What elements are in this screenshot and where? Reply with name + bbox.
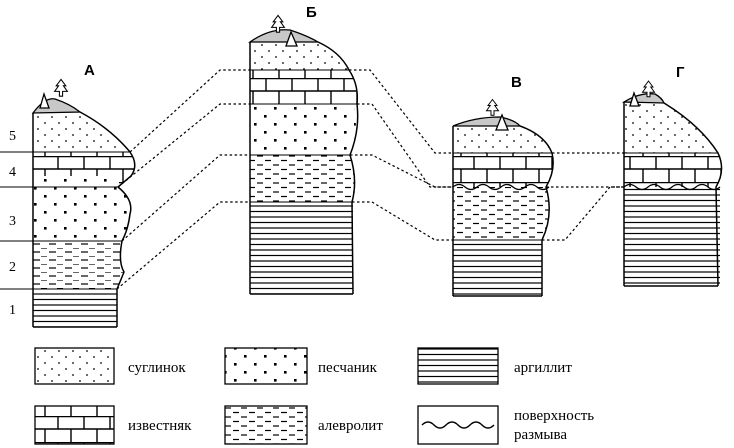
legend-swatch-siltstone — [224, 405, 308, 445]
legend-label-limestone: известняк — [128, 418, 192, 434]
col-v-layer-argillite — [453, 240, 542, 296]
column-label-a: А — [84, 62, 95, 79]
legend-swatch-sandstone — [224, 347, 308, 385]
column-v — [452, 98, 554, 297]
correlation-lines — [116, 69, 624, 290]
col-a-layer-sandstone — [33, 187, 131, 241]
col-g-layer-limestone — [624, 153, 722, 187]
column-label-g: Г — [676, 64, 685, 81]
legend-label-erosion-2: размыва — [514, 427, 567, 443]
col-a-tree-icon — [54, 78, 68, 97]
layer-number-1: 1 — [9, 303, 16, 318]
col-v-layer-limestone — [453, 153, 554, 187]
column-label-b: Б — [306, 4, 317, 21]
col-v-tree-icon — [485, 98, 500, 116]
col-b-layer-siltstone — [250, 155, 355, 202]
legend-label-sandstone: песчаник — [318, 360, 378, 376]
col-a-limestone-sand-lens — [33, 176, 119, 187]
col-v-soil-cap — [452, 116, 522, 127]
column-g — [621, 80, 723, 287]
legend-label-argillite: аргиллит — [514, 360, 572, 376]
col-b-layer-limestone — [250, 70, 358, 104]
legend-label-erosion-1: поверхность — [514, 408, 594, 424]
col-v-tent-icon — [495, 113, 509, 131]
col-g-erosion-surface — [623, 183, 721, 191]
col-a-layer-loam — [33, 112, 130, 152]
col-b-soil-cap — [247, 29, 321, 43]
layer-number-2: 2 — [9, 260, 16, 275]
legend-erosion-wave — [421, 421, 495, 429]
legend-swatch-loam — [34, 347, 115, 385]
layer-number-3: 3 — [9, 214, 16, 229]
col-b-layer-loam — [250, 42, 349, 70]
col-v-layer-siltstone — [453, 187, 550, 240]
column-b — [247, 14, 359, 295]
legend-swatch-argillite — [417, 347, 499, 385]
legend-label-siltstone: алевролит — [318, 418, 383, 434]
col-b-tent-icon — [285, 30, 298, 47]
legend-label-loam: суглинок — [128, 360, 186, 376]
col-v-erosion-surface — [452, 183, 550, 191]
col-b-layer-argillite — [250, 202, 353, 294]
col-a-tent-icon — [39, 91, 50, 109]
col-g-layer-argillite — [624, 187, 720, 286]
col-g-tent-icon — [629, 91, 640, 107]
col-g-layer-loam — [624, 102, 718, 153]
legend: суглинок песчаник аргиллит известняк але… — [34, 347, 594, 445]
legend-swatch-limestone — [34, 405, 115, 445]
column-a — [0, 78, 136, 328]
column-label-v: В — [511, 74, 522, 91]
layer-number-5: 5 — [9, 129, 16, 144]
col-g-soil-cap — [621, 93, 665, 104]
layer-number-4: 4 — [9, 165, 16, 180]
col-a-layer-argillite — [33, 289, 117, 327]
col-a-layer-siltstone — [33, 241, 124, 289]
col-b-layer-sandstone — [250, 104, 356, 155]
col-v-layer-loam — [453, 126, 552, 153]
